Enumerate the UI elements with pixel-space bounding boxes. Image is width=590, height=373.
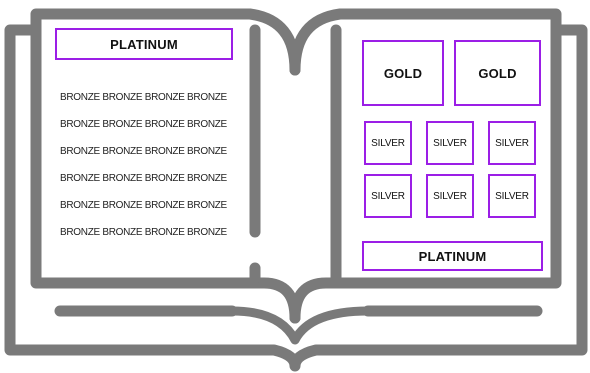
platinum-tier-box-right: PLATINUM [362,241,543,271]
silver-tier-box-1: SILVER [364,121,412,165]
platinum-label-right: PLATINUM [418,248,487,264]
gold-tier-box-1: GOLD [362,40,444,106]
platinum-label-left: PLATINUM [110,36,178,52]
silver-tier-box-2: SILVER [426,121,474,165]
silver-tier-box-4: SILVER [364,174,412,218]
silver-label-4: SILVER [371,190,405,202]
bronze-line-5: BRONZE BRONZE BRONZE BRONZE [60,200,227,211]
bronze-line-6: BRONZE BRONZE BRONZE BRONZE [60,227,227,238]
silver-label-3: SILVER [495,137,529,149]
silver-tier-box-6: SILVER [488,174,536,218]
silver-label-5: SILVER [433,190,467,202]
bronze-line-4: BRONZE BRONZE BRONZE BRONZE [60,173,227,184]
silver-label-1: SILVER [371,137,405,149]
silver-label-2: SILVER [433,137,467,149]
book-spine-base [227,306,373,345]
book-cover-outline [4,24,588,372]
silver-tier-box-3: SILVER [488,121,536,165]
bronze-line-3: BRONZE BRONZE BRONZE BRONZE [60,146,227,157]
left-page-outline [30,8,301,324]
platinum-tier-box-left: PLATINUM [55,28,233,60]
bronze-line-1: BRONZE BRONZE BRONZE BRONZE [60,92,227,103]
bronze-line-2: BRONZE BRONZE BRONZE BRONZE [60,119,227,130]
gold-tier-box-2: GOLD [454,40,541,106]
gold-label-2: GOLD [478,65,517,81]
silver-tier-box-5: SILVER [426,174,474,218]
right-page-outline [289,8,562,324]
gold-label-1: GOLD [383,65,423,81]
silver-label-6: SILVER [495,190,529,202]
